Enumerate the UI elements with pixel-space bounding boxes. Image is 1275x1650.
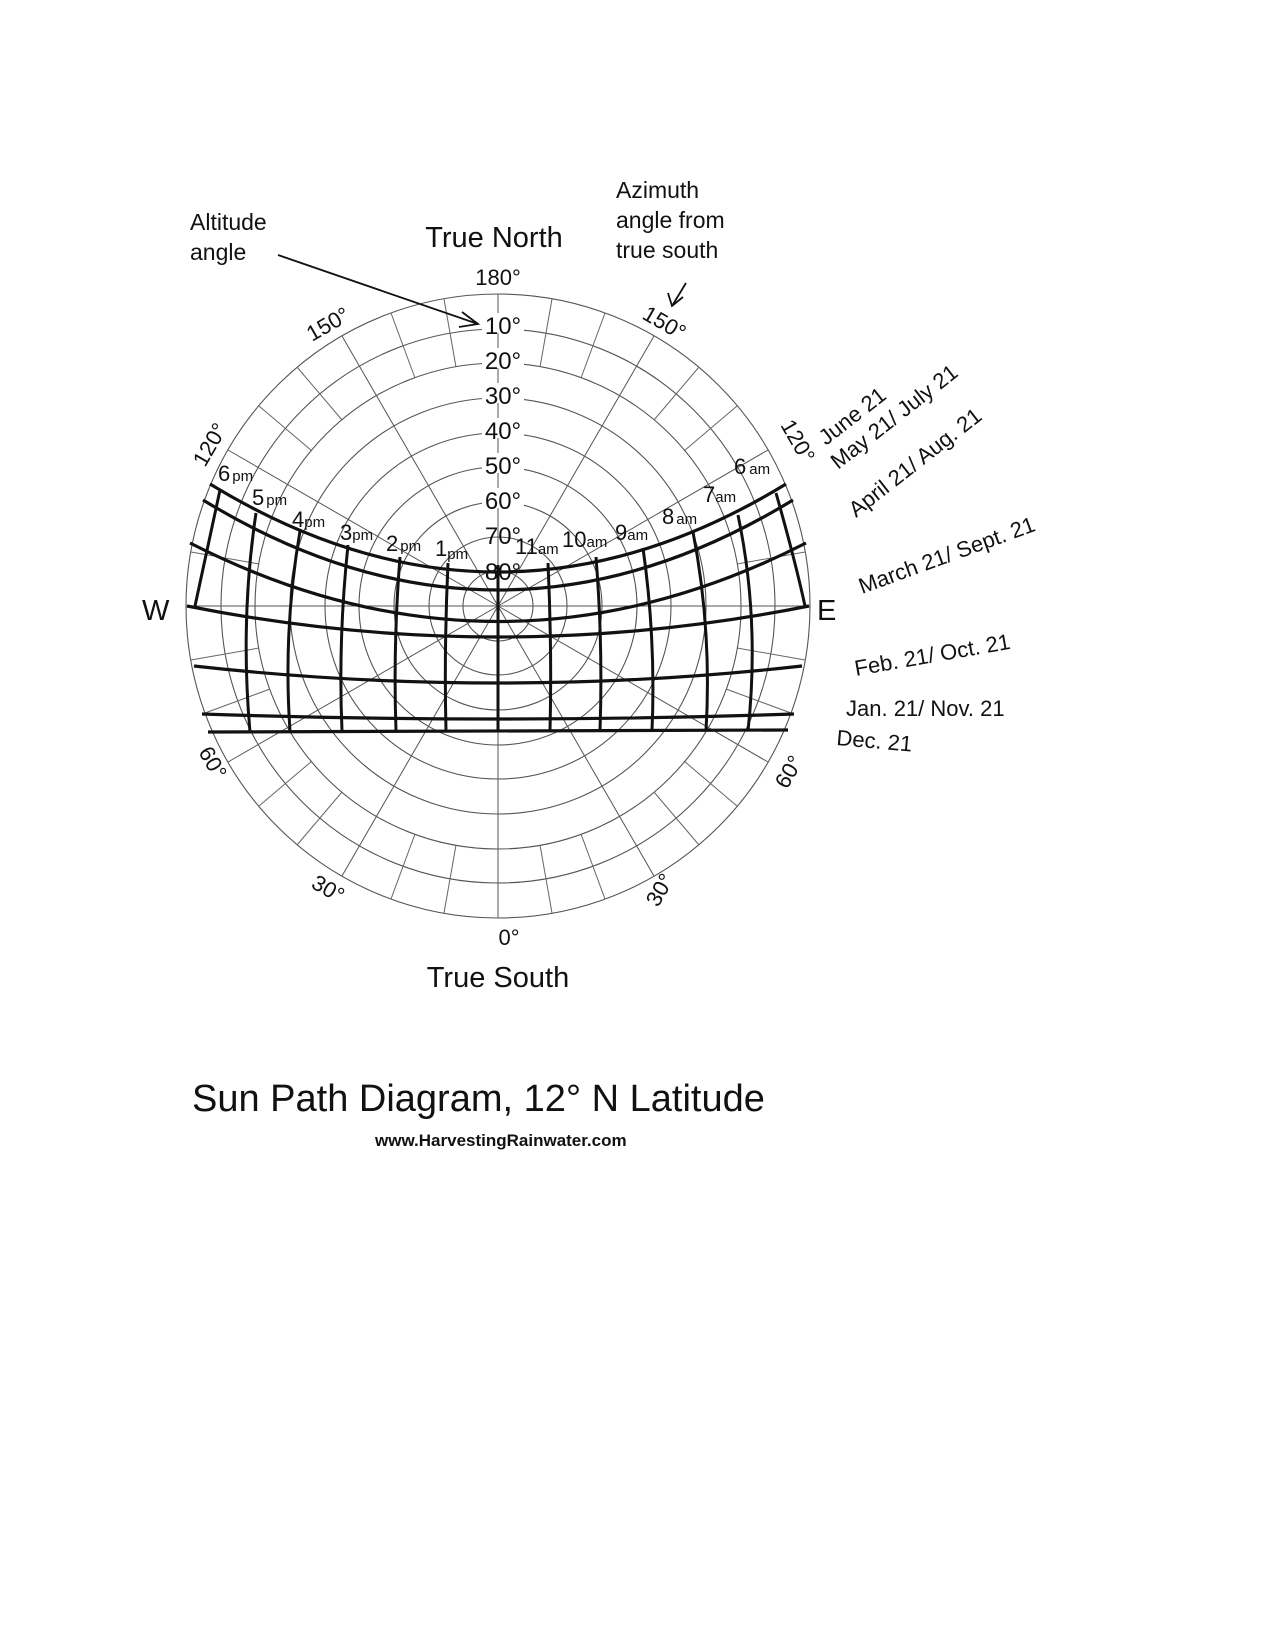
date-label-mar-sep-21: March 21/ Sept. 21 <box>855 512 1038 599</box>
azimuth-150-right-label: 150° <box>639 301 691 345</box>
hour-line-8am <box>691 531 709 732</box>
altitude-50-label: 50° <box>485 453 521 480</box>
azimuth-150-left-label: 150° <box>302 302 354 346</box>
altitude-30-label: 30° <box>485 383 521 410</box>
source-url: www.HarvestingRainwater.com <box>375 1131 627 1150</box>
altitude-70-label: 70° <box>485 523 521 550</box>
hour-line-5pm <box>244 512 258 733</box>
altitude-20-label: 20° <box>485 348 521 375</box>
hour-line-2pm <box>393 556 402 732</box>
azimuth-30-right-label: 30° <box>641 869 679 910</box>
altitude-labels: 10° 20° 30° 40° 50° 60° 70° 80° <box>482 313 524 586</box>
true-south-label: True South <box>427 962 569 994</box>
west-label: W <box>142 595 170 627</box>
date-label-dec-21: Dec. 21 <box>836 725 914 757</box>
azimuth-120-right-label: 120° <box>776 415 820 467</box>
azimuth-arrow <box>667 282 687 308</box>
altitude-10-label: 10° <box>485 313 521 340</box>
hour-line-10am <box>594 556 603 732</box>
hour-label-9am: 9am <box>615 520 648 545</box>
azimuth-60-left-label: 60° <box>194 742 232 783</box>
hour-line-11am <box>546 562 553 732</box>
true-north-label: True North <box>425 222 563 254</box>
azimuth-annotation-line2: angle from <box>616 207 725 233</box>
hour-line-3pm <box>339 544 350 732</box>
hour-line-4pm <box>286 530 302 732</box>
altitude-annotation-line2: angle <box>190 239 246 265</box>
azimuth-annotation-line1: Azimuth <box>616 177 699 203</box>
altitude-60-label: 60° <box>485 488 521 515</box>
azimuth-0-label: 0° <box>498 925 519 950</box>
hour-line-1pm <box>443 562 450 732</box>
altitude-annotation-line1: Altitude <box>190 209 267 235</box>
hour-label-1pm: 1pm <box>435 536 468 563</box>
azimuth-60-right-label: 60° <box>770 751 808 792</box>
hour-lines <box>193 489 807 733</box>
azimuth-180-label: 180° <box>475 265 521 290</box>
hour-label-7am: 7am <box>703 482 736 507</box>
altitude-80-label: 80° <box>485 559 521 586</box>
altitude-40-label: 40° <box>485 418 521 445</box>
hour-label-4pm: 4pm <box>292 507 325 532</box>
date-label-feb-oct-21: Feb. 21/ Oct. 21 <box>853 629 1013 681</box>
hour-label-3pm: 3pm <box>340 520 373 545</box>
hour-line-9am <box>641 547 655 732</box>
azimuth-annotation-line3: true south <box>616 237 718 263</box>
east-label: E <box>817 595 836 627</box>
diagram-title: Sun Path Diagram, 12° N Latitude <box>192 1078 765 1120</box>
hour-line-6am <box>774 492 807 607</box>
date-label-jan-nov-21: Jan. 21/ Nov. 21 <box>846 696 1005 721</box>
hour-line-6pm <box>193 489 222 607</box>
hour-label-10am: 10am <box>562 527 607 552</box>
date-labels: June 21 May 21/ July 21 April 21/ Aug. 2… <box>814 359 1039 756</box>
altitude-arrow <box>277 254 481 328</box>
hour-label-11am: 11am <box>515 534 559 559</box>
hour-line-7am <box>736 514 754 732</box>
